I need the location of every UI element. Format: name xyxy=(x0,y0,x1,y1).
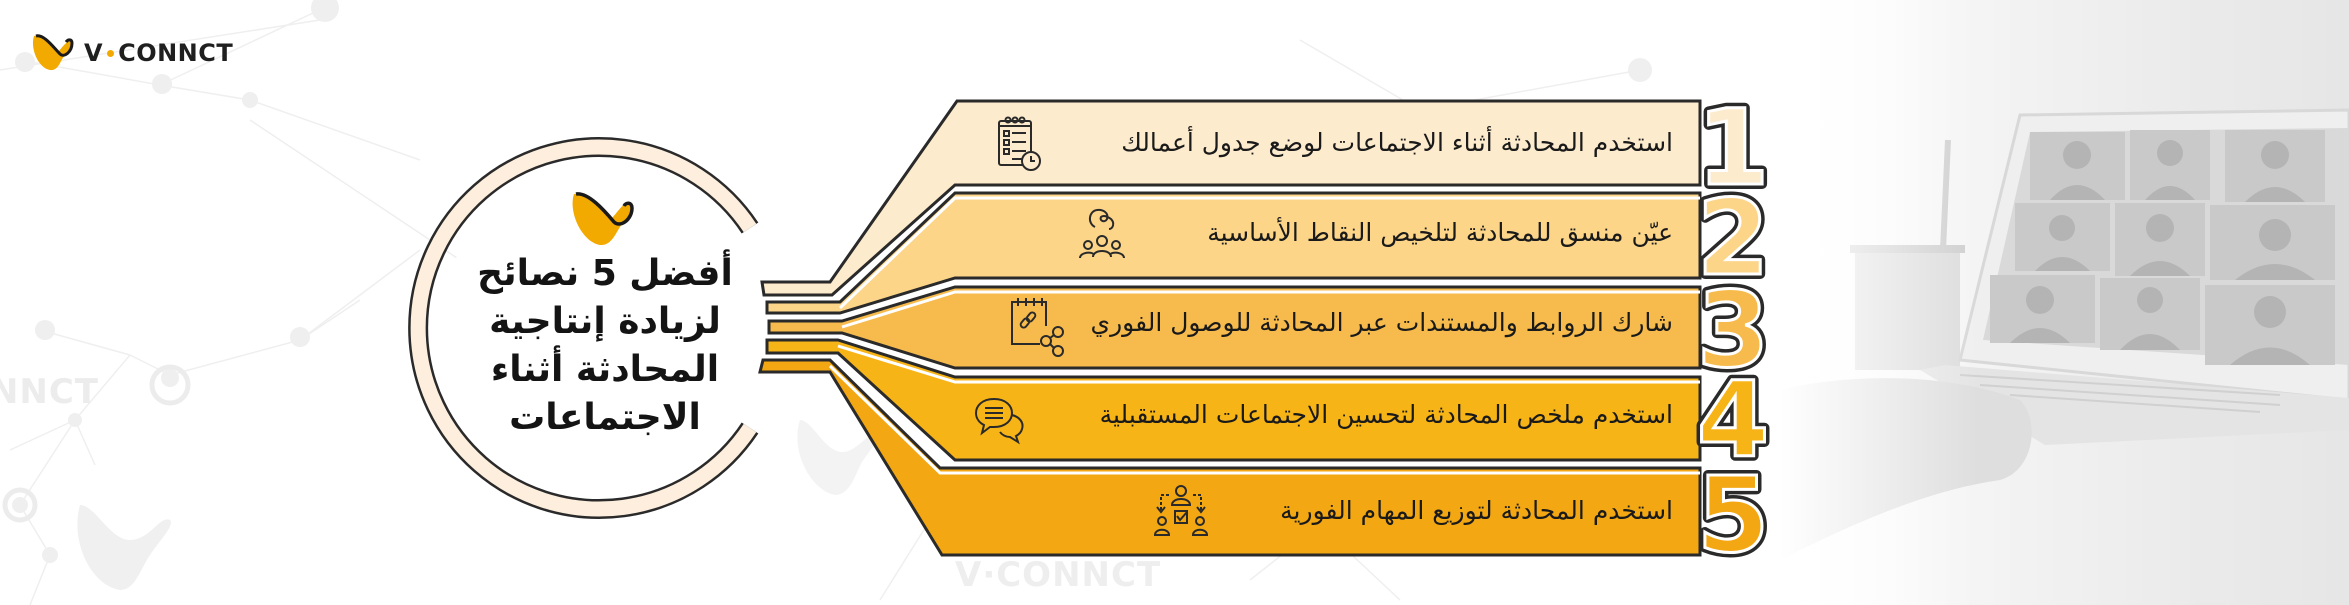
svg-text:4: 4 xyxy=(1697,359,1769,481)
tip-5-text: استخدم المحادثة لتوزيع المهام الفورية xyxy=(1280,496,1673,525)
number-5: 5 xyxy=(1697,454,1769,576)
laptop-video-call-photo xyxy=(1780,0,2349,605)
tip-3-text: شارك الروابط والمستندات عبر المحادثة للو… xyxy=(1090,308,1673,337)
brand-logo: V CONNCT xyxy=(28,28,233,78)
infographic-title: أفضل 5 نصائح لزيادة إنتاجية المحادثة أثن… xyxy=(440,250,770,442)
title-line-3: المحادثة أثناء xyxy=(490,349,720,390)
brand-wordmark: V CONNCT xyxy=(84,39,233,67)
svg-text:5: 5 xyxy=(1697,454,1769,576)
agenda-clock-icon xyxy=(998,116,1041,171)
tip-4-text: استخدم ملخص المحادثة لتحسين الاجتماعات ا… xyxy=(1099,400,1673,429)
tip-2-text: عيّن منسق للمحادثة لتلخيص النقاط الأساسي… xyxy=(1207,218,1673,247)
share-link-document-icon xyxy=(1011,298,1064,357)
tip-1-text: استخدم المحادثة أثناء الاجتماعات لوضع جد… xyxy=(1121,128,1673,157)
number-4: 4 xyxy=(1697,359,1769,481)
task-distribution-icon xyxy=(1153,485,1209,536)
brand-name-part2: CONNCT xyxy=(118,39,234,67)
svg-text:1: 1 xyxy=(1697,87,1769,209)
number-1: 1 xyxy=(1697,87,1769,209)
circle-brand-mark-icon xyxy=(572,192,634,246)
title-line-1: أفضل 5 نصائح xyxy=(477,253,733,294)
brand-name-part1: V xyxy=(84,39,104,67)
team-coordinator-icon xyxy=(1079,208,1125,259)
brand-mark-icon xyxy=(32,34,74,71)
chat-bubbles-icon xyxy=(974,397,1024,445)
title-line-4: الاجتماعات xyxy=(509,397,701,438)
number-3: 3 xyxy=(1697,269,1769,391)
svg-text:2: 2 xyxy=(1697,177,1769,299)
brand-dot xyxy=(107,49,115,57)
watermark-brand-left: ONNCT xyxy=(0,372,99,412)
title-line-2: لزيادة إنتاجية xyxy=(489,301,721,342)
number-2: 2 xyxy=(1697,177,1769,299)
watermark-brand-bottom: V·CONNCT xyxy=(955,555,1162,595)
svg-text:3: 3 xyxy=(1697,269,1769,391)
